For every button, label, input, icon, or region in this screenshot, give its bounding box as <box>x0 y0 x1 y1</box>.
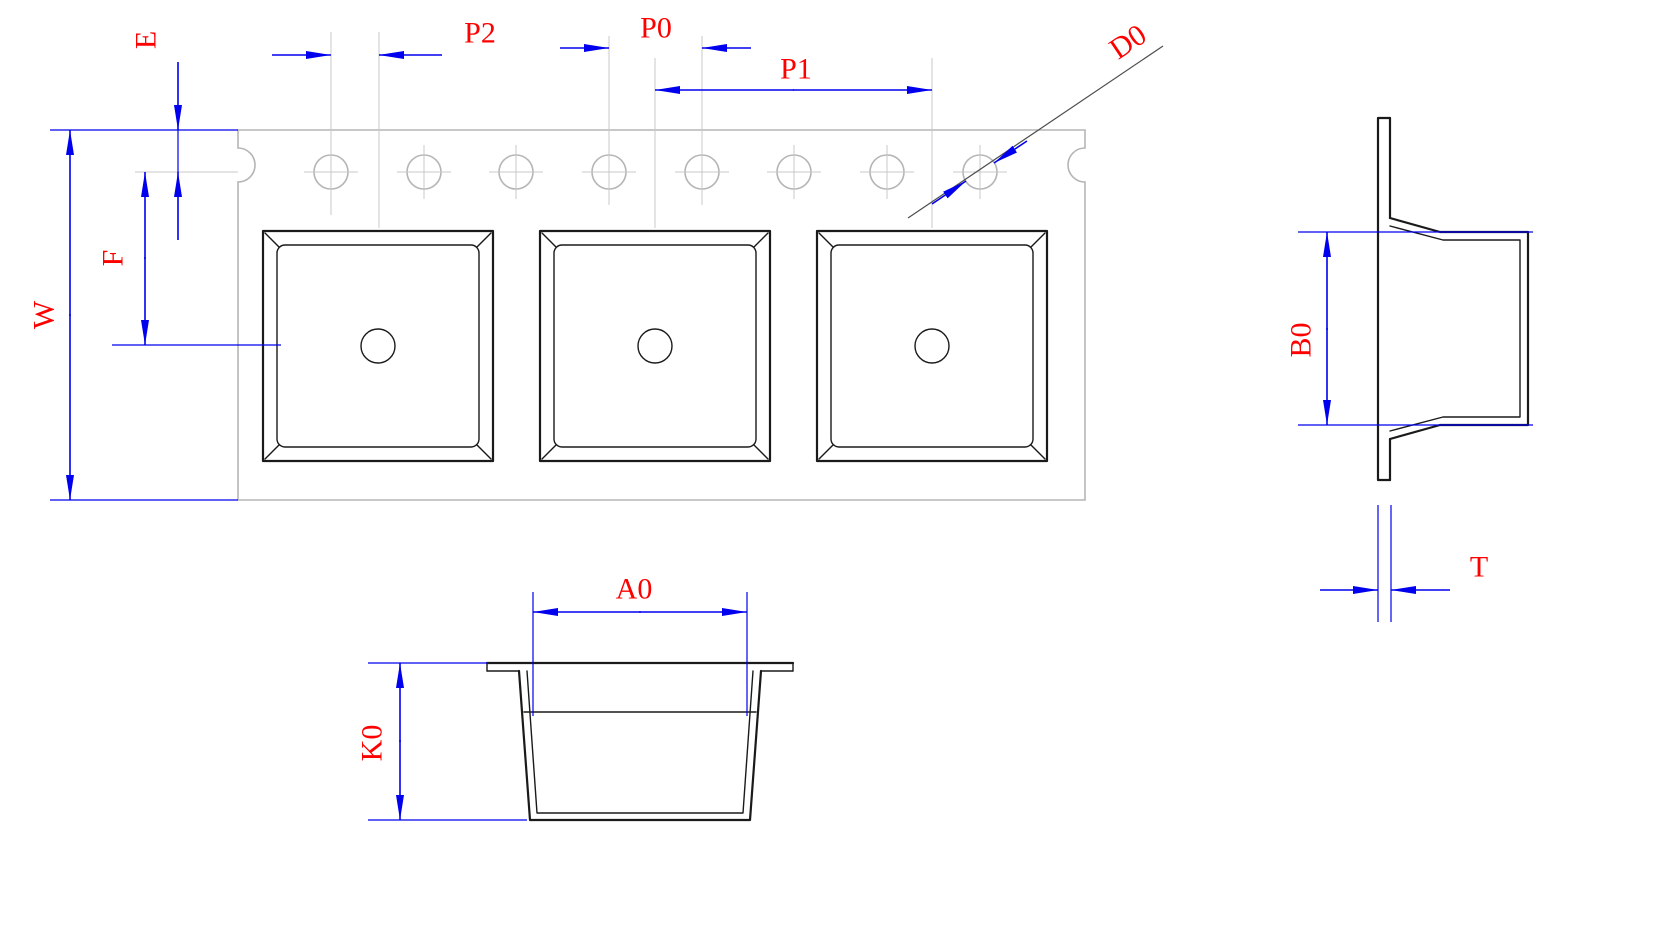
d0-arrow-upper <box>993 140 1028 164</box>
cup-outer-profile <box>517 669 763 822</box>
tape-top-view <box>135 32 1086 501</box>
pocket <box>815 229 1049 463</box>
dim-f: F <box>97 172 281 346</box>
tape-outline <box>237 129 1086 501</box>
dim-t: T <box>1320 505 1488 622</box>
sprocket-hole <box>488 144 544 200</box>
dim-p0: P0 <box>560 12 751 52</box>
label-p2: P2 <box>464 17 496 50</box>
cup-inner-profile <box>526 670 754 814</box>
label-t: T <box>1470 551 1488 584</box>
label-b0: B0 <box>1285 322 1318 357</box>
tape-film-edge <box>1376 116 1392 482</box>
dim-p1: P1 <box>655 53 932 94</box>
label-p0: P0 <box>640 12 672 45</box>
d0-arrow-lower <box>931 180 967 205</box>
label-e: E <box>130 31 163 49</box>
sprocket-hole <box>952 144 1008 200</box>
label-k0: K0 <box>356 725 389 762</box>
pocket-front-section-view <box>485 661 795 822</box>
dim-a0: A0 <box>532 573 748 716</box>
d0-leader-line <box>907 45 1164 219</box>
dim-w: W <box>28 129 238 501</box>
label-w: W <box>28 300 61 329</box>
sprocket-hole <box>766 144 822 200</box>
pocket-outer-profile <box>1388 216 1530 441</box>
pocket-side-section-view <box>1376 116 1530 482</box>
dim-k0: K0 <box>356 662 527 821</box>
pocket-inner-profile <box>1389 225 1521 432</box>
dim-p2: P2 <box>272 17 496 59</box>
label-a0: A0 <box>616 573 653 606</box>
sprocket-hole <box>859 144 915 200</box>
dim-e: E <box>130 31 182 240</box>
label-p1: P1 <box>780 53 812 86</box>
pocket <box>538 229 772 463</box>
label-f: F <box>97 250 130 267</box>
pocket <box>261 229 495 463</box>
dim-b0: B0 <box>1285 231 1533 426</box>
sprocket-hole <box>396 144 452 200</box>
dim-d0: D0 <box>907 18 1164 219</box>
